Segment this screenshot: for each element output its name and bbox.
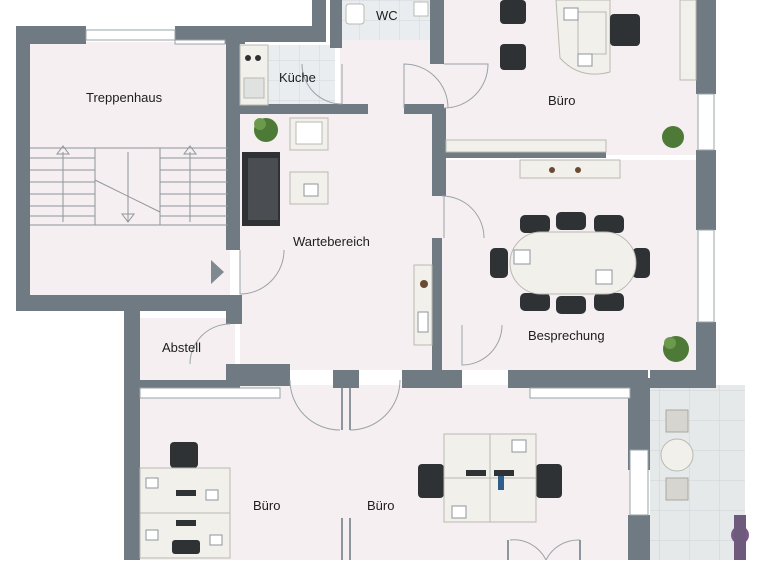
- walls: [16, 0, 716, 560]
- wc-fixtures: [345, 1, 429, 25]
- windows: [16, 29, 715, 516]
- room-label-abstell: Abstell: [162, 340, 202, 355]
- bottom-left-office-furniture: [139, 442, 231, 559]
- room-label-kueche: Küche: [279, 70, 316, 85]
- room-label-wartebereich: Wartebereich: [293, 234, 370, 249]
- door-swing-icon: [189, 63, 581, 561]
- room-label-buero-bottom-left: Büro: [253, 498, 281, 513]
- entrance-arrow-icon: [211, 260, 224, 284]
- stair-arrow-icon: [56, 145, 197, 223]
- room-label-besprechung: Besprechung: [528, 328, 605, 343]
- room-label-buero-top: Büro: [548, 93, 576, 108]
- meeting-table: [490, 212, 650, 314]
- top-office-furniture: [445, 0, 697, 179]
- kitchen-counter: [239, 44, 269, 106]
- glass-doors: [341, 388, 581, 560]
- terrace-furniture: [660, 409, 746, 560]
- waiting-furniture: [242, 117, 433, 346]
- bottom-right-office-furniture: [418, 433, 562, 523]
- room-label-wc: WC: [376, 8, 398, 23]
- staircase: [30, 147, 228, 226]
- room-label-buero-bottom-right: Büro: [367, 498, 395, 513]
- room-label-treppenhaus: Treppenhaus: [86, 90, 163, 105]
- floor-areas: [30, 0, 745, 560]
